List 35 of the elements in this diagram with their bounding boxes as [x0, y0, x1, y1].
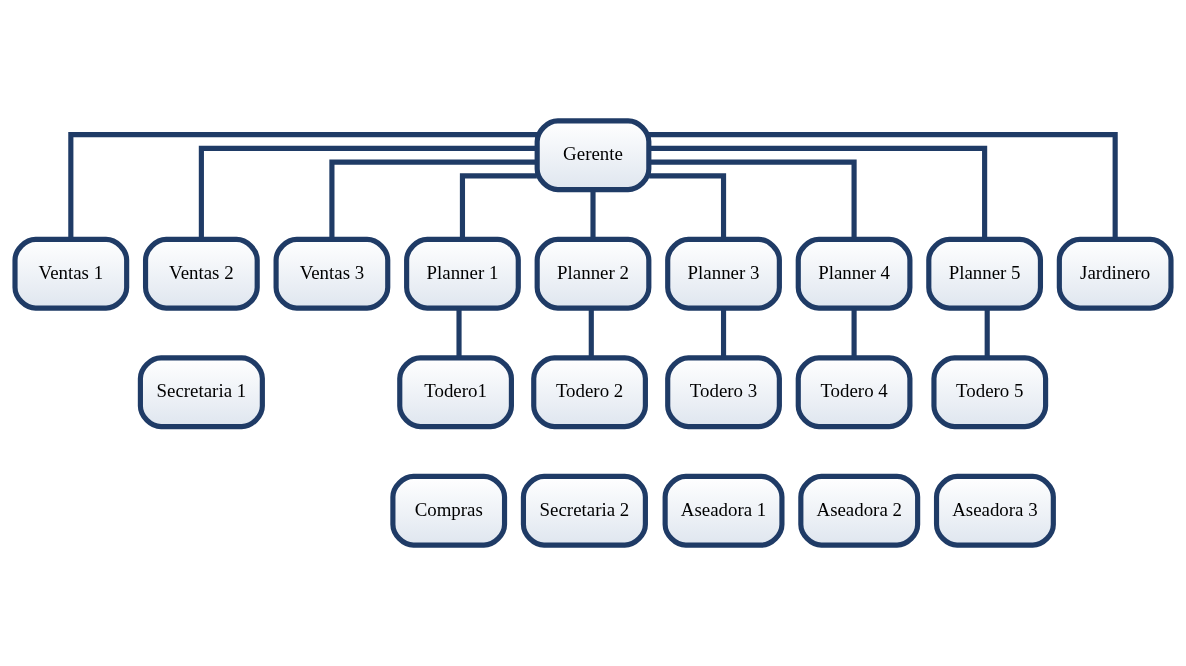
connector [851, 308, 857, 358]
node-box: Aseadora 3 [933, 473, 1056, 548]
node-box: Todero 2 [531, 355, 648, 430]
node-box: Ventas 2 [142, 236, 260, 311]
connector [649, 159, 857, 240]
node-box: Ventas 1 [12, 236, 130, 311]
connector [984, 308, 990, 358]
node-box: Aseadora 2 [798, 473, 921, 548]
connector [588, 308, 594, 358]
connector [329, 159, 537, 240]
connector [68, 132, 538, 240]
node-box: Secretaria 1 [137, 355, 265, 430]
connector [198, 145, 537, 239]
node-box: Ventas 3 [273, 236, 391, 311]
node-box: Planner 1 [404, 236, 521, 311]
node-box: Planner 4 [795, 236, 913, 311]
node-box: Jardinero [1056, 236, 1174, 311]
node-box: Planner 5 [926, 236, 1044, 311]
connector [648, 132, 1118, 240]
connector [649, 173, 727, 239]
node-box: Planner 3 [665, 236, 782, 311]
connector [720, 308, 727, 358]
node-box: Secretaria 2 [520, 473, 648, 548]
connector [456, 308, 462, 358]
node-box: Gerente [534, 118, 652, 193]
connector [459, 173, 537, 239]
node-box: Aseadora 1 [662, 473, 785, 548]
node-box: Todero1 [397, 355, 514, 430]
node-box: Todero 4 [795, 355, 913, 430]
node-box: Compras [390, 473, 508, 548]
connector [590, 190, 596, 239]
node-box: Todero 5 [931, 355, 1049, 430]
node-box: Planner 2 [534, 236, 652, 311]
node-box: Todero 3 [665, 355, 782, 430]
connector [649, 145, 988, 239]
